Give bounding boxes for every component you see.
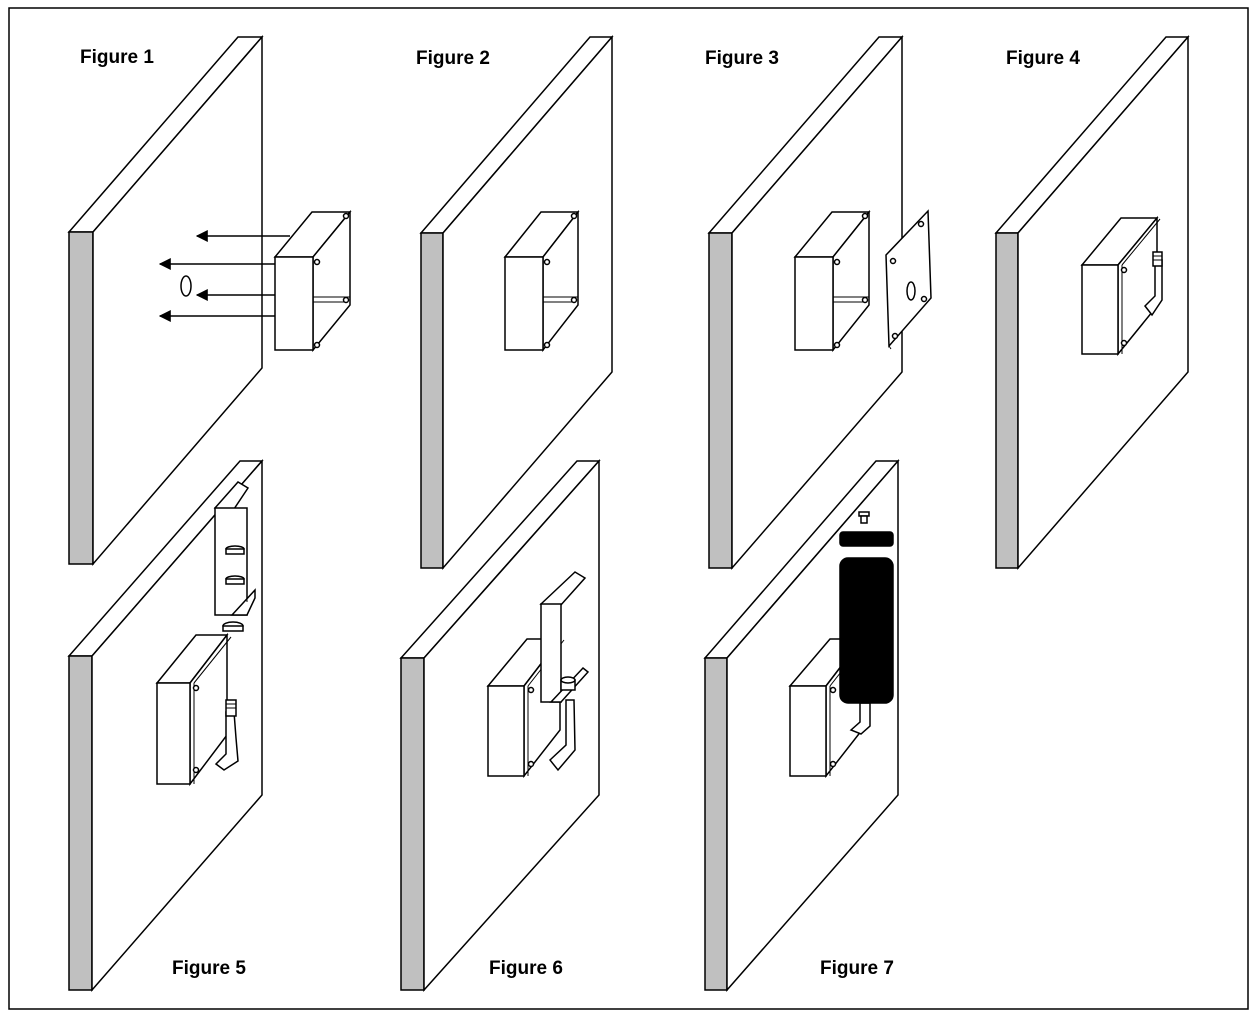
junction-box-figure-1	[273, 209, 352, 353]
figure-2-label: Figure 2	[416, 48, 490, 69]
screw-icon	[222, 621, 244, 632]
figure-6-label: Figure 6	[489, 958, 563, 979]
sensor-housing-cylinder	[839, 557, 894, 704]
figure-5-label: Figure 5	[172, 958, 246, 979]
junction-box-figure-3	[793, 209, 871, 353]
radiation-shield-bracket	[213, 481, 256, 616]
sensor-unit-figure-5	[155, 632, 239, 787]
screw-icon	[858, 511, 870, 524]
mounting-arrows	[158, 230, 290, 322]
figure-4-label: Figure 4	[1006, 48, 1080, 69]
cable-hole	[180, 275, 192, 297]
sensor-housing-cap	[839, 531, 894, 547]
mounting-plate	[885, 209, 932, 350]
junction-box-figure-2	[503, 209, 580, 353]
figure-7-label: Figure 7	[820, 958, 894, 979]
radiation-shield-mounted	[539, 571, 590, 772]
figure-3-label: Figure 3	[705, 48, 779, 69]
sensor-unit-figure-4	[1080, 215, 1163, 357]
figure-1-label: Figure 1	[80, 47, 154, 68]
wall-figure-1	[67, 34, 264, 567]
